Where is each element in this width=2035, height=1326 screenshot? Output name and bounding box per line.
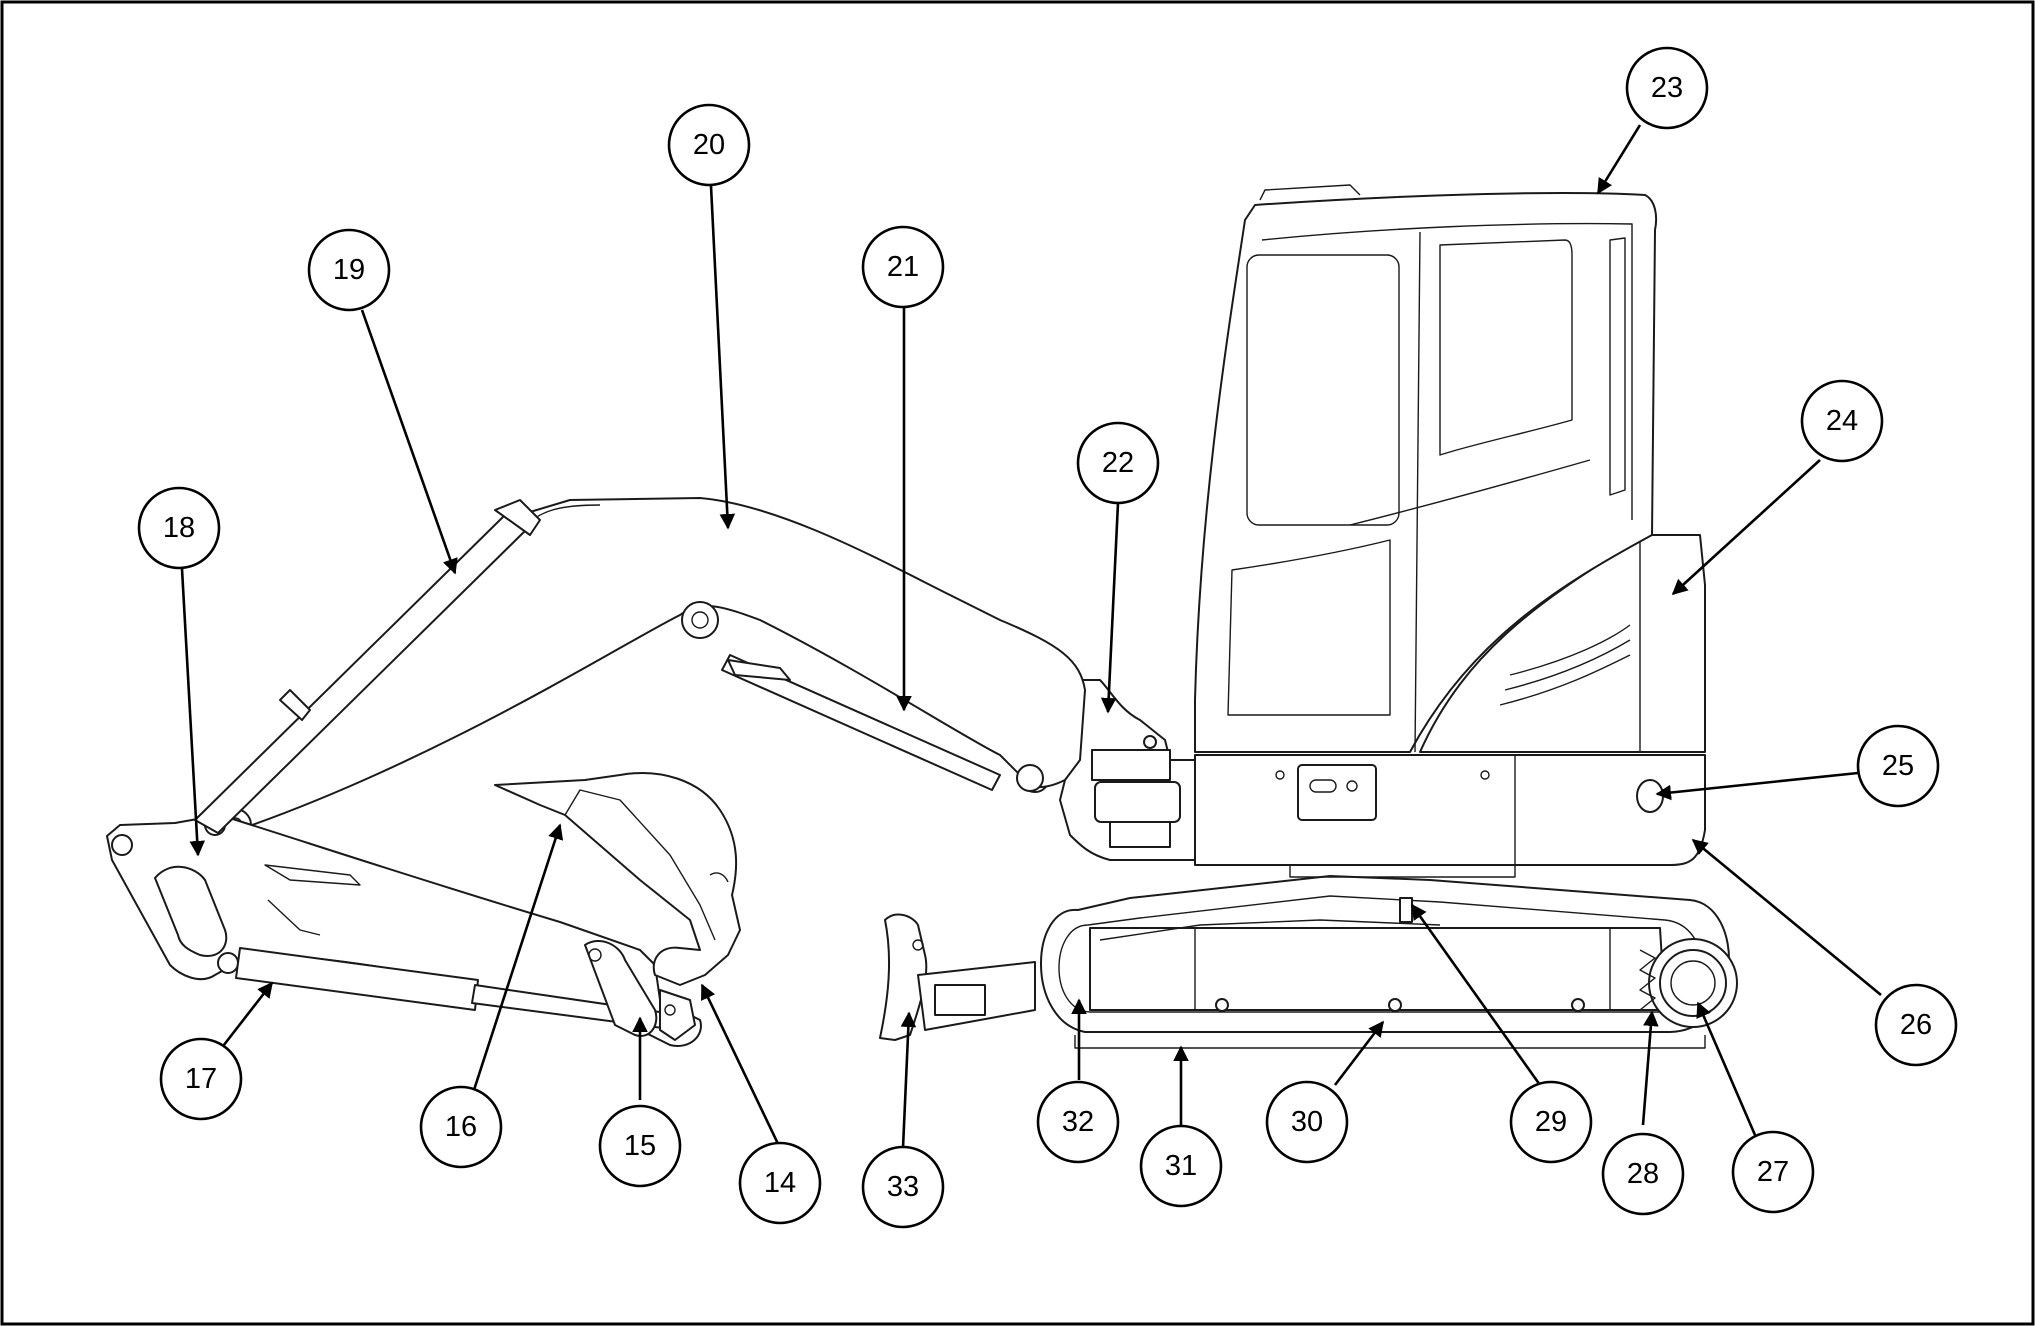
leader-26: [1691, 838, 1882, 997]
leader-22: [1100, 502, 1120, 714]
callout-label: 15: [624, 1130, 656, 1162]
bucket: [494, 772, 741, 1041]
callout-label: 17: [185, 1063, 217, 1095]
callout-label: 22: [1102, 447, 1134, 479]
callout-32: 32: [1036, 1080, 1120, 1164]
callout-label: 27: [1757, 1156, 1789, 1188]
callout-21: 21: [861, 225, 945, 309]
callout-20: 20: [667, 103, 751, 187]
callout-label: 19: [333, 254, 365, 286]
callout-label: 31: [1165, 1150, 1197, 1182]
leader-33: [900, 1011, 917, 1149]
boom-cylinder: [721, 654, 1044, 792]
dozer-blade: [879, 913, 1036, 1041]
leader-29: [1410, 903, 1542, 1086]
callout-label: 26: [1900, 1009, 1932, 1041]
callout-16: 16: [419, 1085, 503, 1169]
callout-label: 29: [1535, 1106, 1567, 1138]
callout-27: 27: [1731, 1130, 1815, 1214]
leader-20: [709, 185, 736, 530]
callout-29: 29: [1509, 1080, 1593, 1164]
callout-28: 28: [1601, 1132, 1685, 1216]
callout-label: 14: [764, 1167, 796, 1199]
callout-label: 18: [163, 512, 195, 544]
leader-23: [1596, 124, 1642, 195]
callout-label: 33: [887, 1171, 919, 1203]
callout-label: 24: [1826, 405, 1858, 437]
leader-27: [1696, 1001, 1757, 1136]
leader-24: [1671, 459, 1821, 596]
callout-label: 30: [1291, 1106, 1323, 1138]
callout-15: 15: [598, 1104, 682, 1188]
leader-30: [1333, 1020, 1385, 1086]
callout-label: 28: [1627, 1158, 1659, 1190]
undercarriage: [1040, 875, 1738, 1049]
callout-label: 21: [887, 251, 919, 283]
callout-33: 33: [861, 1145, 945, 1229]
callout-14: 14: [738, 1141, 822, 1225]
leader-17: [218, 981, 274, 1051]
callout-30: 30: [1265, 1080, 1349, 1164]
callout-label: 32: [1062, 1106, 1094, 1138]
callout-label: 20: [693, 129, 725, 161]
callout-17: 17: [159, 1037, 243, 1121]
leader-16: [471, 823, 564, 1094]
leader-28: [1641, 1010, 1659, 1126]
callout-label: 23: [1651, 72, 1683, 104]
callout-18: 18: [137, 486, 221, 570]
upper-structure: [1194, 184, 1706, 878]
callouts: 14 15 16 17 18 19 20 21 22 23 24 25 26 2…: [137, 46, 1958, 1229]
callout-label: 25: [1882, 750, 1914, 782]
callout-19: 19: [307, 228, 391, 312]
arm-cylinder: [194, 499, 541, 834]
callout-23: 23: [1625, 46, 1709, 130]
callout-24: 24: [1800, 379, 1884, 463]
callout-22: 22: [1076, 421, 1160, 505]
leader-19: [360, 309, 458, 575]
leader-18: [180, 568, 206, 857]
callout-label: 16: [445, 1111, 477, 1143]
leader-14: [700, 983, 782, 1149]
leader-25: [1655, 771, 1859, 801]
callout-31: 31: [1139, 1124, 1223, 1208]
callout-25: 25: [1856, 724, 1940, 808]
leader-lines: [180, 124, 1882, 1149]
callout-26: 26: [1874, 983, 1958, 1067]
swing-bracket: [1020, 679, 1196, 861]
